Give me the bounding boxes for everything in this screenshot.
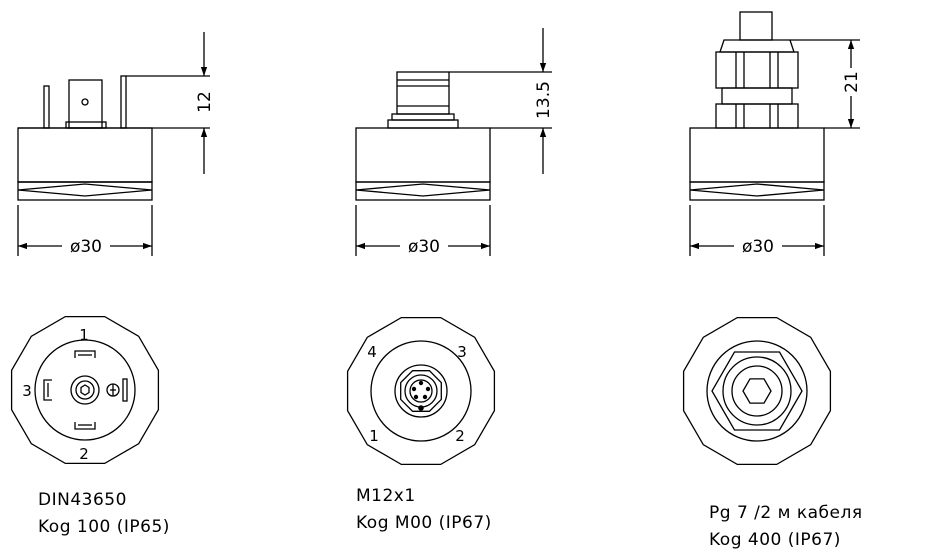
- caption-cable-type: Pg 7 /2 м кабеля: [709, 503, 863, 523]
- dimension-diameter-m12: ø30: [408, 237, 440, 257]
- dimension-diameter-cable: ø30: [742, 237, 774, 257]
- side-view-din: 12 ø30: [17, 32, 215, 257]
- pin-label-1: 1: [79, 326, 89, 344]
- dimension-height-m12: 13.5: [534, 81, 554, 119]
- caption-din-type: DIN43650: [38, 490, 127, 510]
- caption-m12-code: Kog M00 (IP67): [356, 513, 492, 533]
- side-view-m12: 13.5 ø30: [355, 28, 554, 257]
- dodecagon-outline: [682, 316, 832, 466]
- pin-label-1: 1: [369, 427, 379, 445]
- caption-din-code: Kog 100 (IP65): [38, 517, 170, 537]
- top-view-m12: 4 3 1 2: [346, 316, 496, 466]
- top-view-cable: [682, 316, 832, 466]
- pin-label-2: 2: [79, 445, 89, 463]
- caption-m12-type: M12x1: [356, 486, 416, 506]
- dodecagon-outline: [346, 316, 496, 466]
- pin-label-2: 2: [455, 427, 465, 445]
- pin-label-3: 3: [457, 343, 467, 361]
- pin-label-4: 4: [367, 343, 377, 361]
- pin-label-3: 3: [22, 382, 32, 400]
- dimension-diameter-din: ø30: [70, 237, 102, 257]
- top-view-din: 1 2 3: [10, 315, 160, 465]
- caption-cable-code: Kog 400 (IP67): [709, 530, 841, 550]
- side-view-cable: 21 ø30: [689, 11, 862, 257]
- dimension-height-cable: 21: [842, 71, 862, 93]
- dimension-height-din: 12: [195, 91, 215, 113]
- dodecagon-outline: [10, 315, 160, 465]
